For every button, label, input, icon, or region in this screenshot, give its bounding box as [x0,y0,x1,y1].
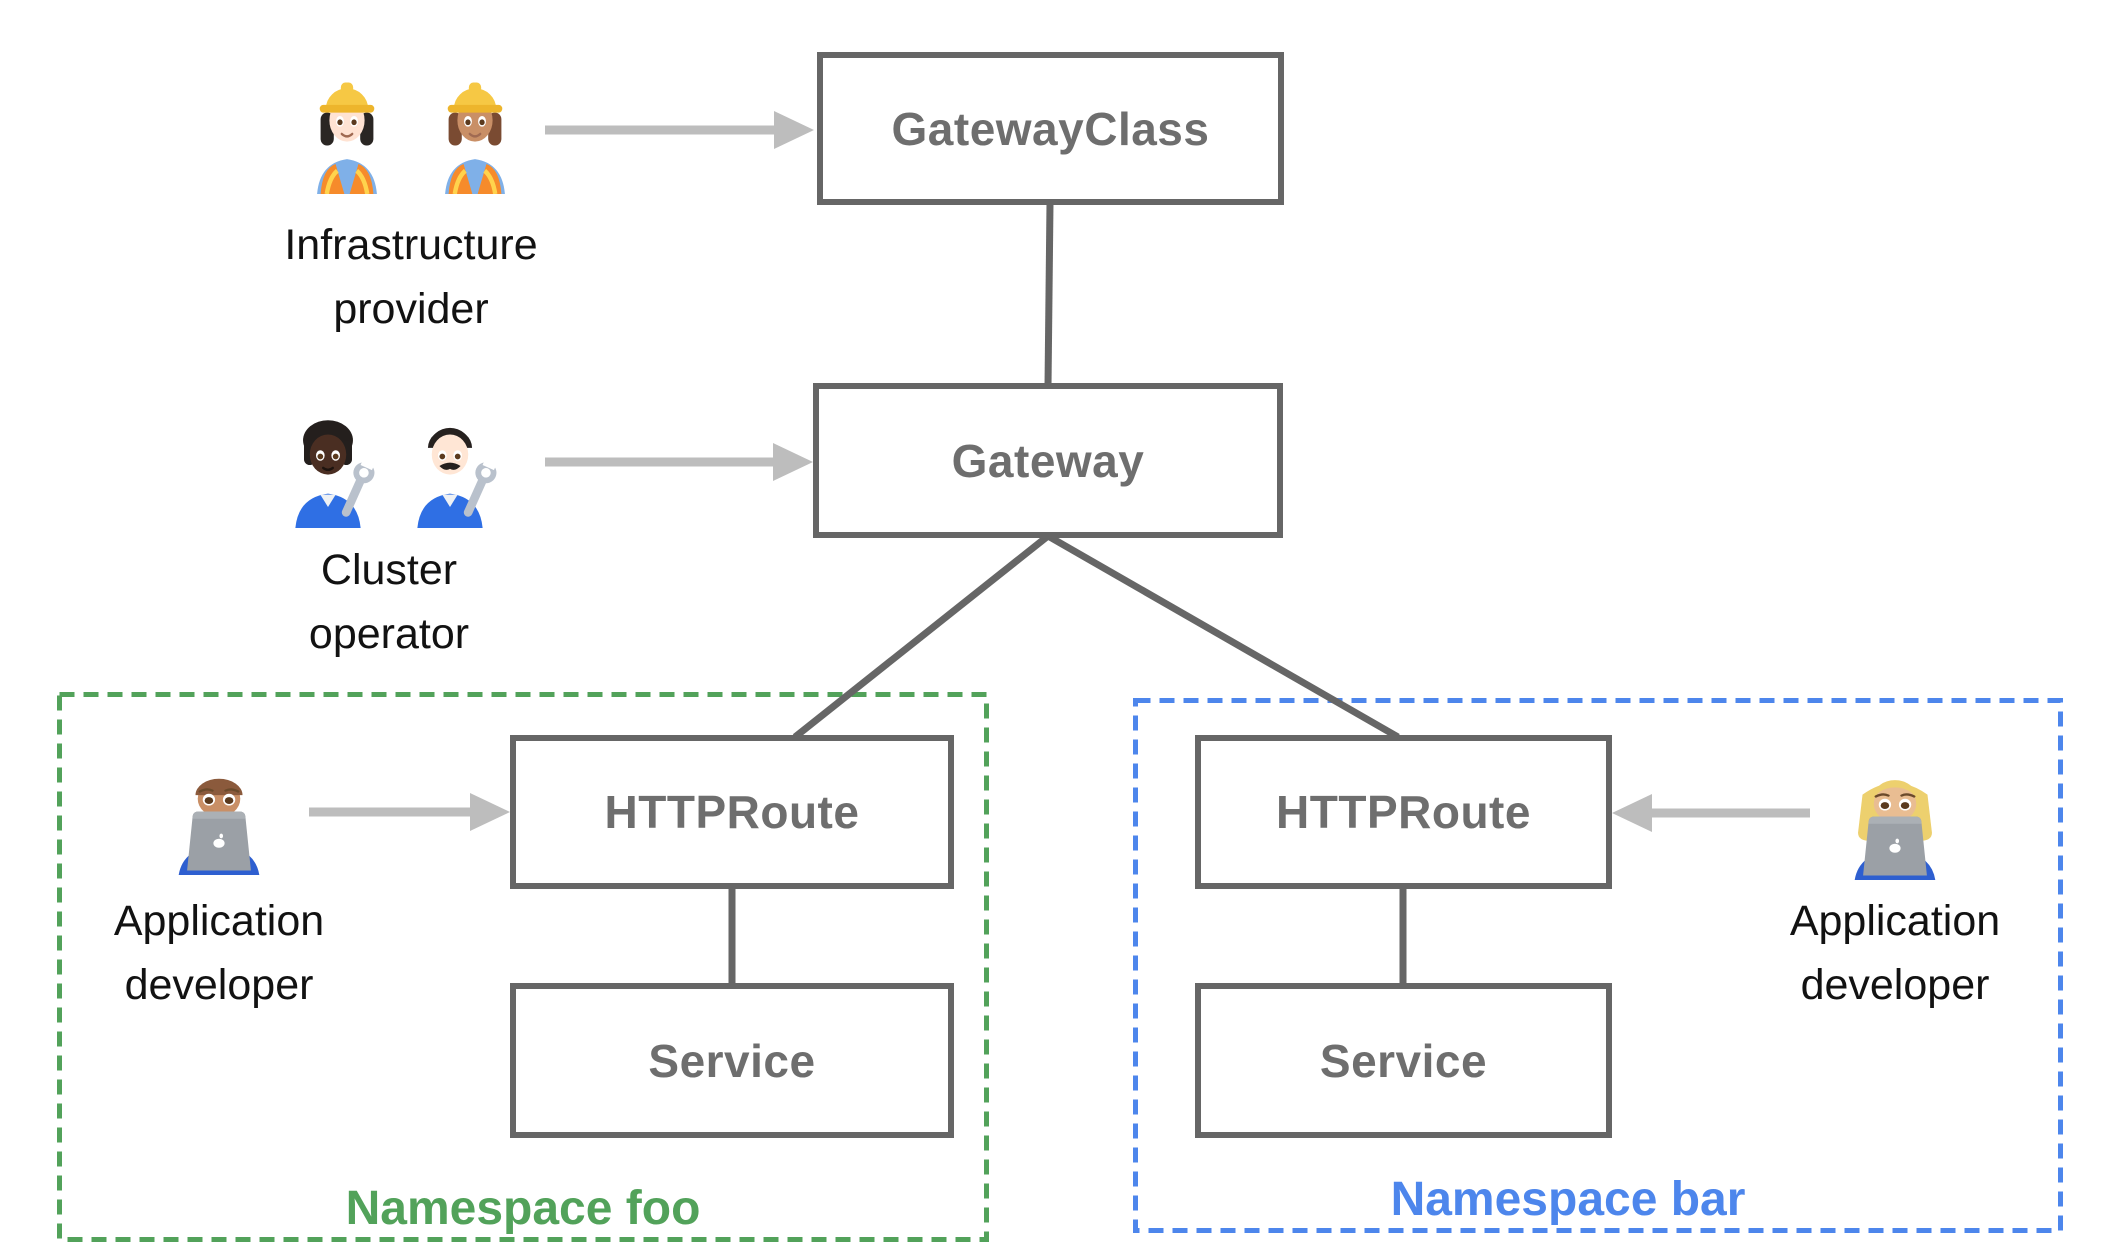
woman-construction-worker-light-skin-emoji [317,82,377,194]
namespace-foo-label: Namespace foo [345,1182,701,1235]
gateway-httproute-bar-connector [1046,532,1400,741]
infrastructure-provider-label: Infrastructure provider [284,213,537,341]
namespace-bar-dashed-border [1133,698,2063,1233]
woman-construction-worker-medium-skin-emoji [445,82,505,194]
application-developer-bar-icons [1839,762,1951,880]
application-developer-bar-persona: Application developer [1735,762,2055,1017]
infrastructure-provider-arrow [545,111,814,149]
service-bar-node: Service [1195,983,1612,1138]
gateway-node-label: Gateway [951,434,1145,487]
cluster-operator-label-line2: operator [308,610,470,658]
namespace-bar-region: Namespace bar [1133,698,2063,1233]
application-developer-foo-label-line2: developer [124,961,314,1009]
httproute-bar-node-label: HTTPRoute [1276,786,1531,838]
cluster-operator-label-line1: Cluster [320,546,458,594]
infrastructure-provider-label-line1: Infrastructure [284,221,538,269]
mechanic-dark-skin-emoji [295,420,376,528]
gatewayclass-gateway-connector [1044,202,1054,387]
gatewayclass-node: GatewayClass [817,52,1284,205]
application-developer-bar-label-line2: developer [1800,961,1990,1009]
namespace-foo-region: Namespace foo [57,692,989,1242]
application-developer-foo-icons [163,757,275,875]
httproute-foo-node-label: HTTPRoute [604,786,860,838]
application-developer-foo-arrow [309,793,510,831]
man-mechanic-light-skin-emoji [417,427,498,528]
service-bar-node-label: Service [1319,1034,1488,1087]
httproute-foo-node: HTTPRoute [510,735,954,889]
application-developer-bar-arrow [1612,794,1810,832]
woman-technologist-emoji [1854,780,1936,880]
application-developer-bar-label-line1: Application [1789,897,2001,945]
application-developer-foo-label: Application developer [114,889,324,1017]
gateway-httproute-foo-connector [792,533,1051,740]
application-developer-foo-label-line1: Application [113,897,325,945]
service-foo-node-label: Service [648,1034,816,1087]
application-developer-foo-persona: Application developer [59,757,379,1017]
infrastructure-provider-persona: Infrastructure provider [251,68,571,341]
infrastructure-provider-icons [303,68,519,194]
httproute-bar-node: HTTPRoute [1195,735,1612,889]
cluster-operator-icons [280,404,498,528]
namespace-bar-label: Namespace bar [1390,1173,1746,1226]
gatewayclass-node-label: GatewayClass [891,102,1210,155]
cluster-operator-label: Cluster operator [309,538,469,666]
cluster-operator-persona: Cluster operator [229,404,549,666]
infrastructure-provider-label-line2: provider [333,285,489,333]
namespace-foo-dashed-border [57,692,989,1242]
service-foo-node: Service [510,983,954,1138]
cluster-operator-arrow [545,443,813,481]
man-technologist-emoji [178,778,260,875]
gateway-node: Gateway [813,383,1283,538]
application-developer-bar-label: Application developer [1790,889,2000,1017]
